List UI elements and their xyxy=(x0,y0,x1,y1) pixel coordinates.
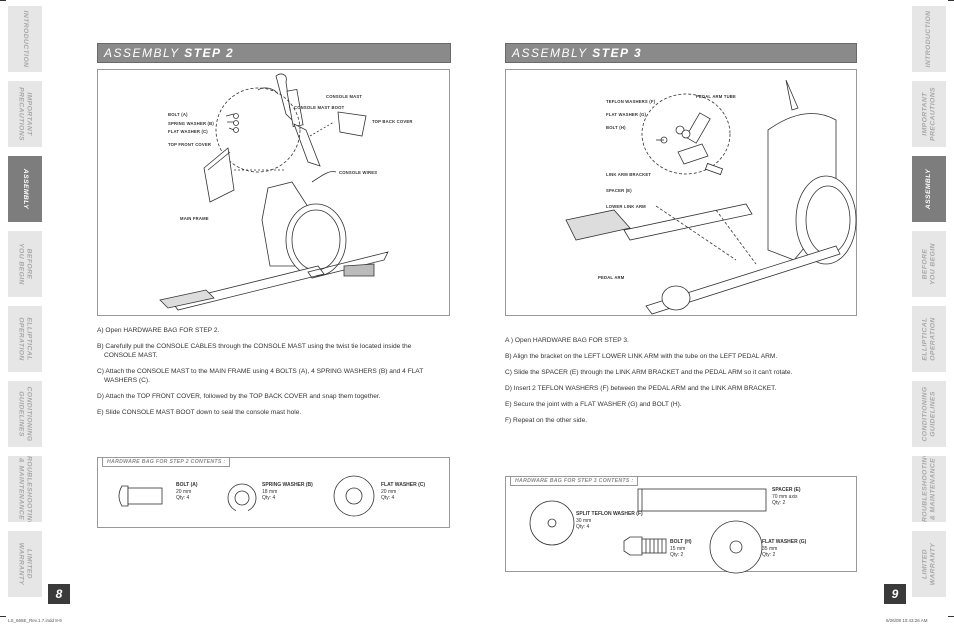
tab-elliptical-operation[interactable]: ELLIPTICAL OPERATION xyxy=(912,306,946,372)
tab-before-you-begin[interactable]: BEFORE YOU BEGIN xyxy=(8,231,42,297)
crop-mark xyxy=(948,616,954,617)
step3-instruction-a: A ) Open HARDWARE BAG FOR STEP 3. xyxy=(505,337,629,344)
tab-limited-warranty[interactable]: LIMITED WARRANTY xyxy=(912,531,946,597)
step3-instruction-d: D) Insert 2 TEFLON WASHERS (F) between t… xyxy=(505,385,777,392)
label-teflon-washers-f: TEFLON WASHERS (F) xyxy=(606,99,656,104)
step2-hardware-title: HARDWARE BAG FOR STEP 2 CONTENTS : xyxy=(102,458,231,467)
step3-title-bar: ASSEMBLY STEP 3 xyxy=(505,43,857,63)
label-spacer-e: SPACER (E) xyxy=(606,188,632,193)
page-number-left: 8 xyxy=(48,584,70,604)
step2-instruction-e: E) Slide CONSOLE MAST BOOT down to seal … xyxy=(97,409,302,416)
step3-figure: PEDAL ARM TUBE TEFLON WASHERS (F) FLAT W… xyxy=(505,69,857,316)
label-top-back-cover: TOP BACK COVER xyxy=(372,119,413,124)
step2-hardware-drawings xyxy=(118,475,375,517)
label-pedal-arm: PEDAL ARM xyxy=(598,275,625,280)
tab-before-you-begin[interactable]: BEFORE YOU BEGIN xyxy=(912,231,946,297)
tab-elliptical-operation[interactable]: ELLIPTICAL OPERATION xyxy=(8,306,42,372)
tab-limited-warranty[interactable]: LIMITED WARRANTY xyxy=(8,531,42,597)
step3-instruction-f: F) Repeat on the other side. xyxy=(505,417,588,424)
step2-instruction-b: B) Carefully pull the CONSOLE CABLES thr… xyxy=(97,343,412,359)
label-bolt-a: BOLT (A) xyxy=(168,112,188,117)
label-pedal-arm-tube: PEDAL ARM TUBE xyxy=(696,94,737,99)
tab-conditioning-guidelines[interactable]: CONDITIONING GUIDELINES xyxy=(912,381,946,447)
step2-instruction-a: A) Open HARDWARE BAG FOR STEP 2. xyxy=(97,327,220,334)
step3-instruction-c: C) Slide the SPACER (E) through the LINK… xyxy=(505,369,793,376)
step2-instruction-d: D) Attach the TOP FRONT COVER, followed … xyxy=(97,393,381,400)
step2-illustration xyxy=(159,73,389,311)
tab-important-precautions[interactable]: IMPORTANT PRECAUTIONS xyxy=(8,81,42,147)
left-section-tabs: INTRODUCTION IMPORTANT PRECAUTIONS ASSEM… xyxy=(8,6,42,606)
label-bolt-h: BOLT (H) xyxy=(606,125,626,130)
step2-instruction-c: C) Attach the CONSOLE MAST to the MAIN F… xyxy=(97,368,424,384)
step3-instruction-e: E) Secure the joint with a FLAT WASHER (… xyxy=(505,401,682,408)
tab-introduction[interactable]: INTRODUCTION xyxy=(8,6,42,72)
step2-title-prefix: ASSEMBLY xyxy=(104,46,180,60)
tab-assembly[interactable]: ASSEMBLY xyxy=(912,156,946,222)
label-link-arm-bracket: LINK ARM BRACKET xyxy=(606,172,652,177)
step2-instructions: A) Open HARDWARE BAG FOR STEP 2. B) Care… xyxy=(97,326,443,424)
right-section-tabs: INTRODUCTION IMPORTANT PRECAUTIONS ASSEM… xyxy=(912,6,946,606)
tab-important-precautions[interactable]: IMPORTANT PRECAUTIONS xyxy=(912,81,946,147)
crop-mark xyxy=(948,0,954,1)
label-lower-link-arm: LOWER LINK ARM xyxy=(606,204,646,209)
label-console-mast: CONSOLE MAST xyxy=(326,94,363,99)
label-top-front-cover: TOP FRONT COVER xyxy=(168,142,212,147)
label-console-mast-boot: CONSOLE MAST BOOT xyxy=(294,105,345,110)
label-spring-washer-b: SPRING WASHER (B) xyxy=(168,121,214,126)
step2-hardware-box: HARDWARE BAG FOR STEP 2 CONTENTS : BOLT … xyxy=(97,457,450,528)
crop-mark xyxy=(0,0,6,1)
step3-hardware-box: HARDWARE BAG FOR STEP 3 CONTENTS : SPACE… xyxy=(505,476,857,574)
step3-illustration xyxy=(565,79,857,315)
step3-title-step: STEP 3 xyxy=(592,46,643,60)
step3-hardware-drawings xyxy=(529,488,767,574)
tab-troubleshooting-maintenance[interactable]: TROUBLESHOOTING & MAINTENANCE xyxy=(912,456,946,522)
step3-title-prefix: ASSEMBLY xyxy=(512,46,588,60)
tab-troubleshooting-maintenance[interactable]: TROUBLESHOOTING & MAINTENANCE xyxy=(8,456,42,522)
step2-title-step: STEP 2 xyxy=(184,46,235,60)
step2-figure: CONSOLE MAST CONSOLE MAST BOOT BOLT (A) … xyxy=(97,69,450,316)
step3-instructions: A ) Open HARDWARE BAG FOR STEP 3. B) Ali… xyxy=(505,336,851,432)
label-main-frame: MAIN FRAME xyxy=(180,216,209,221)
label-flat-washer-c: FLAT WASHER (C) xyxy=(168,129,208,134)
page-number-right: 9 xyxy=(884,584,906,604)
tab-conditioning-guidelines[interactable]: CONDITIONING GUIDELINES xyxy=(8,381,42,447)
step3-hardware-title: HARDWARE BAG FOR STEP 3 CONTENTS : xyxy=(510,477,639,486)
tab-introduction[interactable]: INTRODUCTION xyxy=(912,6,946,72)
tab-assembly[interactable]: ASSEMBLY xyxy=(8,156,42,222)
label-console-wires: CONSOLE WIRES xyxy=(339,170,378,175)
step3-instruction-b: B) Align the bracket on the LEFT LOWER L… xyxy=(505,353,778,360)
footer-file-info: LS_665E_Rev.1.7.indd 8-9 xyxy=(8,618,62,623)
label-flat-washer-g: FLAT WASHER (G) xyxy=(606,112,647,117)
step2-title-bar: ASSEMBLY STEP 2 xyxy=(97,43,451,63)
footer-timestamp: 6/26/08 10:43:26 AM xyxy=(886,618,928,623)
crop-mark xyxy=(0,616,6,617)
